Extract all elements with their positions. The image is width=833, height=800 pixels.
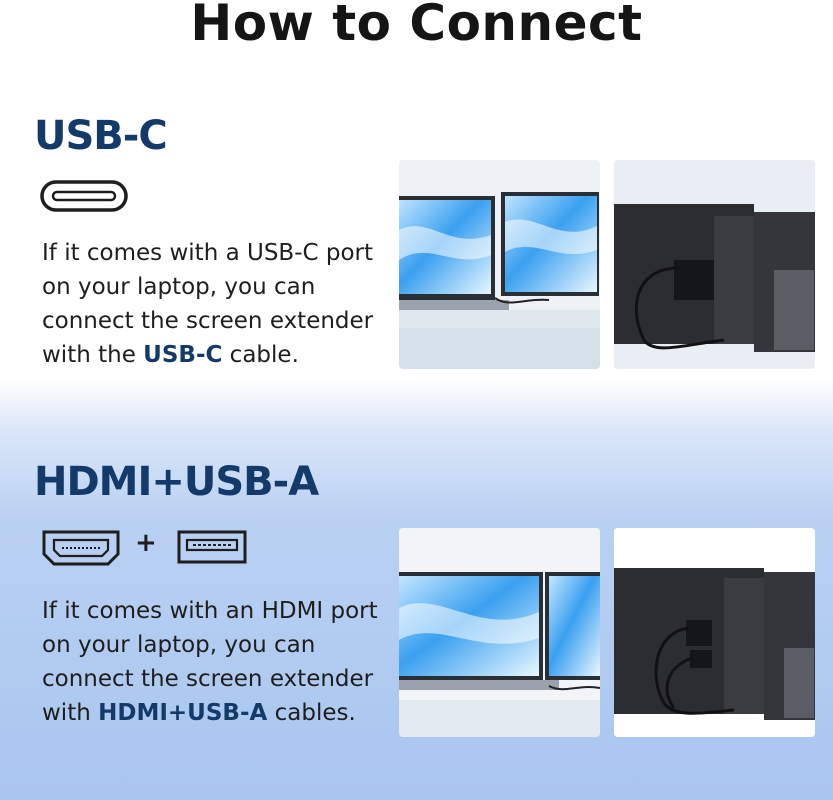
hdmi-usb-a-description: If it comes with an HDMI port on your la… [42, 594, 382, 730]
usb-c-port-icon [40, 180, 128, 212]
hdmi-usb-a-description-text: If it comes with an HDMI port on your la… [42, 598, 378, 726]
usb-c-highlight: USB-C [143, 342, 223, 368]
usb-c-description-text: If it comes with a USB-C port on your la… [42, 240, 374, 368]
usb-c-description-end: cable. [222, 342, 299, 368]
usb-c-description: If it comes with a USB-C port on your la… [42, 236, 382, 372]
hdmi-closeup-photo [614, 528, 815, 737]
usb-c-laptop-photo [399, 160, 600, 369]
usb-c-heading: USB-C [34, 113, 168, 159]
plus-sign: + [135, 528, 157, 558]
usb-a-port-icon [177, 530, 247, 564]
page-title: How to Connect [190, 0, 643, 52]
usb-c-closeup-photo [614, 160, 815, 369]
hdmi-laptop-photo [399, 528, 600, 737]
hdmi-port-icon [42, 530, 120, 566]
hdmi-usb-a-description-end: cables. [267, 700, 356, 726]
hdmi-usb-a-heading: HDMI+USB-A [34, 459, 319, 505]
hdmi-usb-a-highlight: HDMI+USB-A [98, 700, 268, 726]
